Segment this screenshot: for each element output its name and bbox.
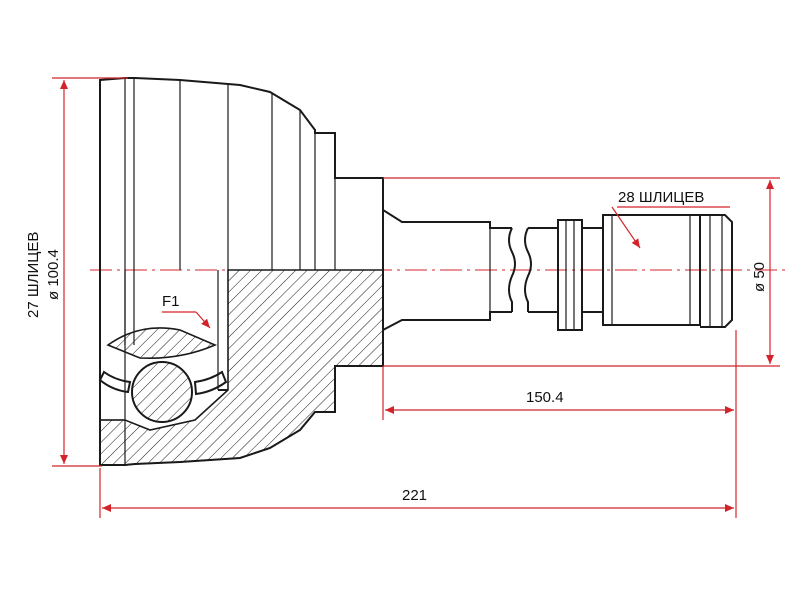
shaft-diameter-text: ø 50 (751, 262, 768, 292)
overall-length-text: 221 (402, 487, 427, 504)
dimension-shaft-diameter: ø 50 (383, 177, 780, 367)
section-label-f1: F1 (162, 293, 180, 310)
dimension-outer-diameter: ø 100.4 27 ШЛИЦЕВ (25, 77, 128, 467)
right-splines-label: 28 ШЛИЦЕВ (618, 189, 704, 206)
housing (98, 77, 384, 466)
dimension-overall-length: 221 (99, 420, 737, 518)
outer-diameter-text: ø 100.4 (45, 249, 62, 300)
dimension-shaft-length: 150.4 (382, 330, 737, 420)
shaft (382, 178, 733, 366)
spline-callout-right: 28 ШЛИЦЕВ (611, 189, 730, 249)
section-marker: F1 (162, 293, 211, 329)
left-splines-text: 27 ШЛИЦЕВ (25, 232, 42, 318)
shaft-length-text: 150.4 (526, 389, 564, 406)
